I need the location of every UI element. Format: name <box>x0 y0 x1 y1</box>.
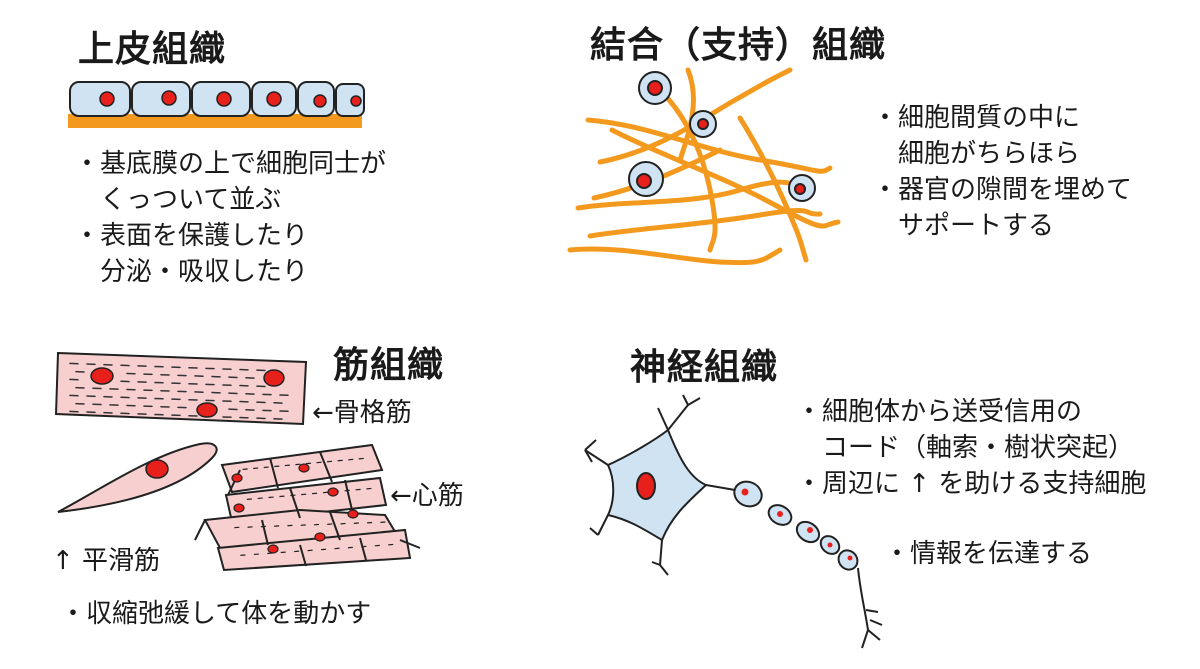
text-line: ・周辺に ↑ を助ける支持細胞 <box>796 469 1147 499</box>
text-line: ・器官の隙間を埋めて <box>872 175 1133 205</box>
text-line: ・基底膜の上で細胞同士が <box>74 149 387 179</box>
nervous-description: ・細胞体から送受信用の コード（軸索・樹状突起） ・周辺に ↑ を助ける支持細胞 <box>796 394 1146 502</box>
neuron-cell-body <box>606 428 708 542</box>
fiber <box>567 246 783 266</box>
muscle-nucleus <box>90 367 114 385</box>
basement-membrane <box>68 114 362 128</box>
muscle-nucleus <box>347 509 359 519</box>
skeletal-muscle-illustration <box>54 351 308 426</box>
cell-nucleus <box>636 173 652 189</box>
cell-nucleus <box>827 542 833 548</box>
fiber <box>585 117 833 174</box>
fiber <box>677 67 696 163</box>
text-line: くっついて並ぶ <box>74 185 282 215</box>
epithelial-title: 上皮組織 <box>78 29 227 70</box>
text-line: ・細胞体から送受信用の <box>796 397 1083 427</box>
fiber <box>609 127 841 229</box>
cell-nucleus <box>216 91 232 107</box>
cell-nucleus <box>266 91 282 107</box>
cell-nucleus <box>777 511 783 517</box>
fiber <box>657 87 718 253</box>
muscle-nucleus <box>298 463 310 473</box>
cell-nucleus <box>313 94 327 108</box>
text-line: ・細胞間質の中に <box>872 103 1081 133</box>
muscle-nucleus <box>145 459 169 479</box>
cell-nucleus <box>647 80 663 96</box>
muscle-title: 筋組織 <box>333 345 445 386</box>
axon <box>705 484 736 491</box>
text-line: 分泌・吸収したり <box>74 257 309 287</box>
connective-illustration <box>567 67 841 266</box>
muscle-nucleus <box>196 402 218 418</box>
muscle-description: ・収縮弛緩して体を動かす <box>60 596 371 632</box>
connective-title: 結合（支持）組織 <box>590 25 887 66</box>
cell-nucleus <box>99 91 115 107</box>
epithelial-cell <box>335 83 365 117</box>
muscle-nucleus <box>314 532 326 542</box>
cell-nucleus <box>741 488 749 496</box>
cell-nucleus <box>350 95 362 107</box>
muscle-nucleus <box>231 473 243 483</box>
text-line: コード（軸索・樹状突起） <box>796 433 1135 463</box>
muscle-nucleus <box>263 369 285 387</box>
fiber <box>597 67 793 165</box>
schwann-cell <box>733 480 763 508</box>
muscle-nucleus <box>267 544 279 554</box>
text-line: 細胞がちらほら <box>872 139 1081 169</box>
muscle-nucleus <box>233 503 245 513</box>
cell-nucleus <box>794 183 806 195</box>
cell-nucleus <box>807 527 813 533</box>
cell-nucleus <box>161 90 177 106</box>
connective-description: ・細胞間質の中に 細胞がちらほら ・器官の隙間を埋めて サポートする <box>872 100 1132 244</box>
cardiac-muscle-illustration <box>194 443 421 572</box>
text-line: ・表面を保護したり <box>74 221 309 251</box>
epithelial-illustration <box>68 81 365 128</box>
smooth-muscle-label: ↑ 平滑筋 <box>52 546 161 576</box>
smooth-muscle-illustration <box>57 442 218 513</box>
neuron-illustration <box>584 394 883 649</box>
cell-nucleus <box>697 118 709 130</box>
schwann-cell <box>837 549 859 571</box>
cell-nucleus <box>847 555 853 561</box>
fiber <box>737 115 809 263</box>
text-line: ・収縮弛緩して体を動かす <box>60 599 372 629</box>
skeletal-muscle-label: ←骨格筋 <box>312 398 412 428</box>
text-line: サポートする <box>872 211 1055 241</box>
myelin-sheath <box>733 480 859 571</box>
epithelial-description: ・基底膜の上で細胞同士が くっついて並ぶ ・表面を保護したり 分泌・吸収したり <box>74 146 386 290</box>
epithelial-cell <box>131 81 191 117</box>
fiber <box>587 208 823 239</box>
cardiac-muscle-label: ←心筋 <box>390 481 464 511</box>
nervous-description-2: ・情報を伝達する <box>884 539 1093 569</box>
neuron-nucleus <box>636 472 656 500</box>
nervous-title: 神経組織 <box>630 347 779 388</box>
muscle-nucleus <box>327 487 339 497</box>
